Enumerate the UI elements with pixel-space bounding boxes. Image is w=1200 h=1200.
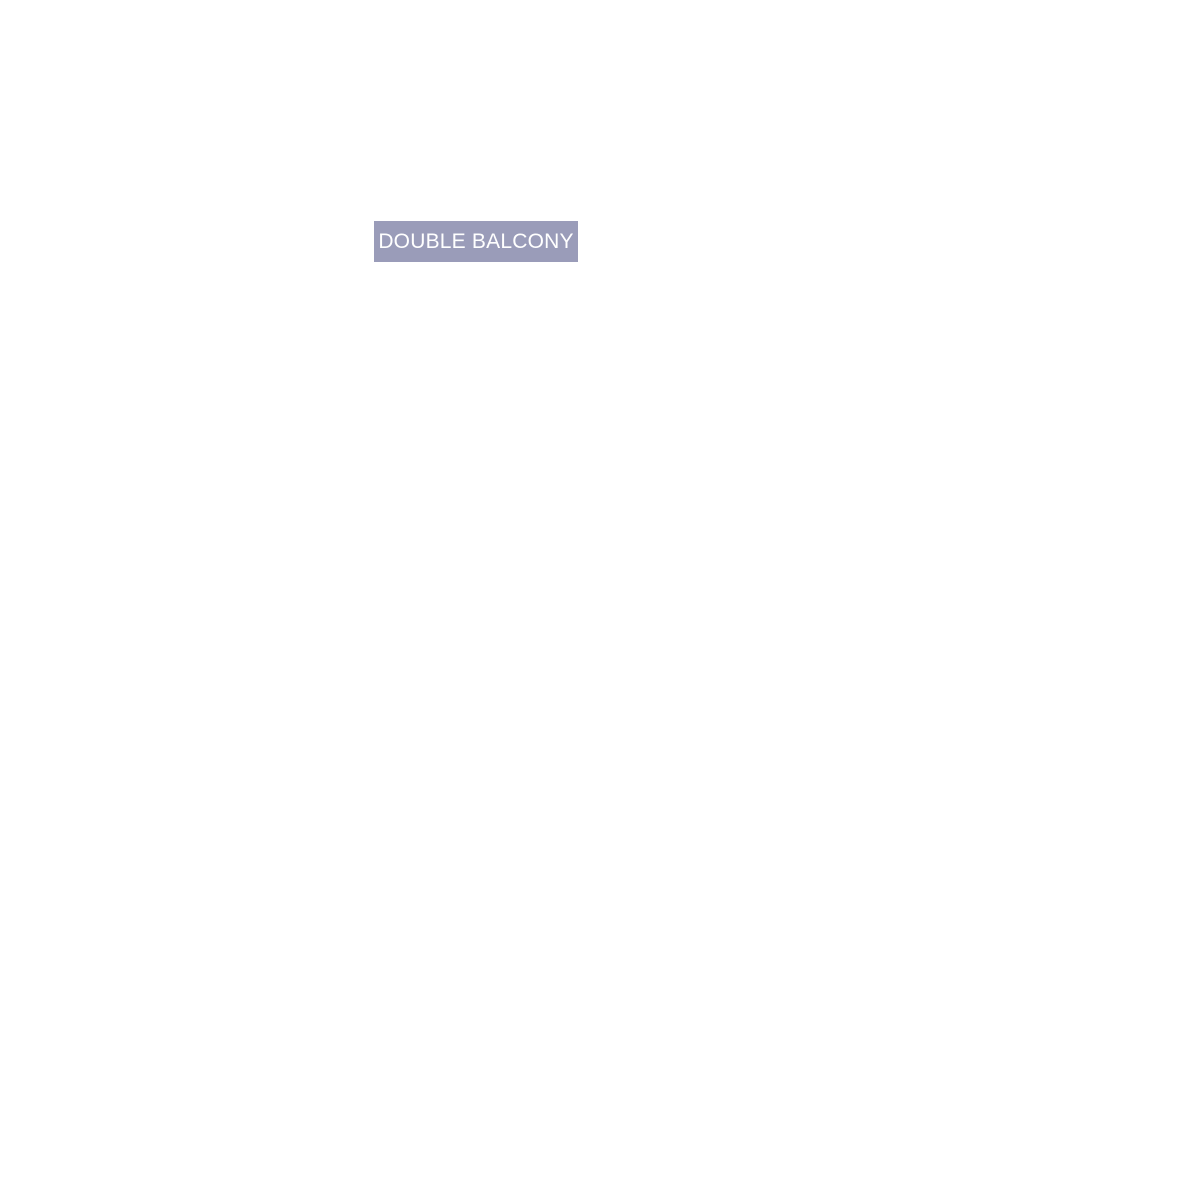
double-balcony-label: DOUBLE BALCONY: [374, 221, 578, 262]
